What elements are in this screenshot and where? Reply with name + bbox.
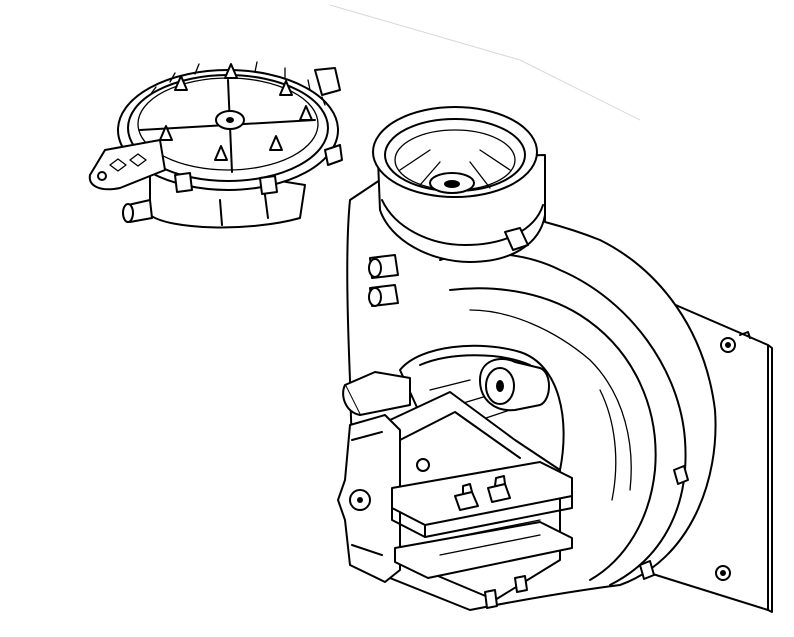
- motor-front-plate: [337, 414, 401, 583]
- pressure-sensor-knob: [479, 358, 550, 412]
- pressure-nipple: [122, 199, 153, 223]
- motor-bracket-left: [342, 371, 411, 416]
- background-guide: [329, 4, 641, 121]
- plate-bolt-top: [720, 337, 736, 353]
- air-pressure-switch-assembly: [88, 61, 343, 229]
- terminal-block-2: [487, 475, 511, 503]
- switch-mounting-tab: [88, 139, 166, 191]
- inlet-ring-outer: [372, 106, 538, 198]
- switch-pins: [159, 63, 313, 161]
- terminal-block-1: [454, 483, 479, 511]
- motor-circuit-board: [391, 461, 573, 538]
- housing-peg-lower: [368, 284, 399, 307]
- plate-bolt-bottom: [715, 565, 731, 581]
- electric-motor: [337, 344, 573, 609]
- motor-lower-plate: [394, 521, 573, 579]
- housing-peg-upper: [368, 254, 399, 279]
